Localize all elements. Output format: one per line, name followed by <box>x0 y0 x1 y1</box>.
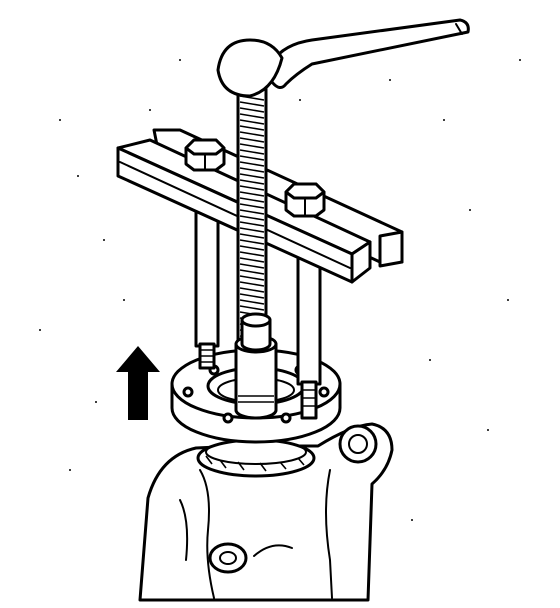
puller-leg-left <box>194 204 220 370</box>
shaft-seal <box>196 438 316 478</box>
screw-adapter <box>234 312 278 420</box>
lift-arrow <box>116 346 160 420</box>
nut-left <box>184 138 226 172</box>
housing <box>138 422 394 602</box>
wrench <box>216 18 470 98</box>
nut-right <box>284 182 326 218</box>
print-speckles <box>39 59 521 521</box>
forcing-screw <box>236 82 268 342</box>
